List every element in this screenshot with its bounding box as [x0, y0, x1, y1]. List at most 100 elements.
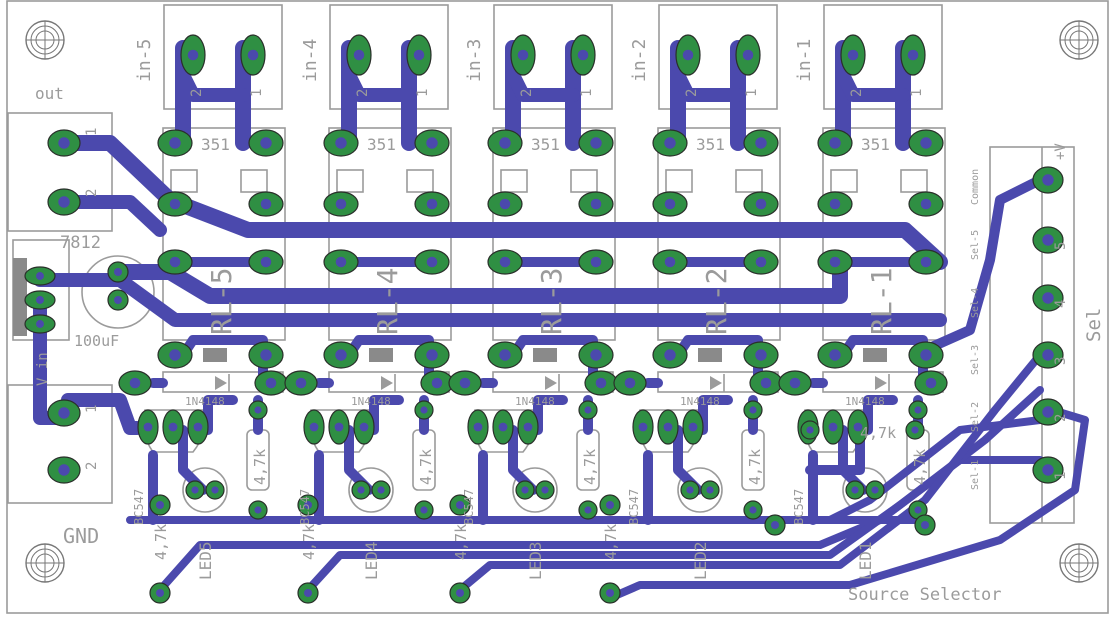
led-pin-pad [515, 480, 535, 500]
diode-icon [875, 376, 887, 390]
vin-terminal-pin-1 [47, 399, 81, 427]
mounting-holes [25, 20, 1099, 583]
selector-pin-number: 2 [1053, 414, 1069, 422]
relay-pin-pad [743, 191, 779, 217]
resistor-pin-pad [414, 500, 434, 520]
led-outline [677, 467, 723, 513]
relay-pin-pad [743, 249, 779, 275]
relay-pin-pad [578, 129, 614, 157]
capacitor-label: 100uF [74, 332, 119, 350]
transistor-pin-pad [492, 409, 514, 445]
led-pin-pad [845, 480, 865, 500]
copper-trace [112, 254, 848, 304]
diode-icon [215, 376, 227, 390]
transistor-pin-pad [187, 409, 209, 445]
relay-pin-pad [323, 129, 359, 157]
diode-icon [710, 376, 722, 390]
copper-trace [369, 395, 404, 435]
selector-pin-name: Sel-1 [970, 460, 981, 490]
input-pin-pad [510, 34, 536, 76]
relay-pin-pad [157, 191, 193, 217]
copper-trace [506, 68, 580, 102]
relay-pin-pad [743, 341, 779, 369]
led-outline [512, 467, 558, 513]
selector-pin-pad [1032, 226, 1064, 254]
led-resistor-pad [599, 582, 621, 604]
input-pin-1-label: 1 [249, 89, 265, 97]
copper-trace [203, 395, 238, 435]
input-pin-2-label: 2 [684, 89, 700, 97]
relay-pin-pad [652, 341, 688, 369]
transistor-label: BC547 [792, 489, 806, 525]
diode-label: 1N4148 [515, 395, 555, 408]
relay-pin-pad [487, 129, 523, 157]
mounting-hole-icon [25, 543, 65, 583]
relay-pin-pad [487, 249, 523, 275]
led-outline [348, 467, 394, 513]
out-pin-1: 1 [84, 128, 100, 136]
regulator-pin [24, 266, 56, 286]
input-pin-pad [240, 34, 266, 76]
input-pin-pad [840, 34, 866, 76]
led-label: LED4 [362, 541, 381, 580]
mounting-hole-icon [1059, 543, 1099, 583]
relay-pin-pad [578, 191, 614, 217]
labels-layer: Source Selector GND out 7812 100uF V in … [35, 84, 1105, 605]
relay-pin-pad [248, 249, 284, 275]
copper-trace [863, 395, 898, 435]
transistor-pin-pad [162, 409, 184, 445]
resistor-pin-pad [743, 500, 763, 520]
transistor-pin-pad [517, 409, 539, 445]
relay-pin-pad [908, 341, 944, 369]
capacitor-pin [107, 289, 129, 311]
copper-trace [533, 395, 568, 435]
selector-pin-pad [1032, 398, 1064, 426]
copper-trace [671, 68, 745, 102]
out-pin-2: 2 [84, 189, 100, 197]
transistor-pin-pad [328, 409, 350, 445]
transistor-pin-pad [303, 409, 325, 445]
relay-label: RL-3 [535, 268, 568, 335]
transistor-label: BC547 [627, 489, 641, 525]
resistor-pin-pad [248, 400, 268, 420]
input-terminal-block [658, 4, 778, 110]
copper-trace [606, 406, 1089, 602]
relay-pin-pad [248, 129, 284, 157]
diode-pin-pad [584, 370, 618, 396]
copper-trace [805, 435, 865, 475]
transistor-pin-pad [657, 409, 679, 445]
copper-trace [304, 386, 1044, 594]
resistor-label: 4,7k [417, 449, 435, 485]
relay-pin-pad [817, 249, 853, 275]
resistor-pin-pad [578, 500, 598, 520]
input-pin-2-label: 2 [355, 89, 371, 97]
relay-label: RL-2 [700, 268, 733, 335]
diode-pin-pad [778, 370, 812, 396]
relay-pin-pad [323, 341, 359, 369]
regulator-label: 7812 [60, 233, 101, 253]
input-terminal-block [329, 4, 449, 110]
led-outline [182, 467, 228, 513]
relay-label: RL-5 [205, 268, 238, 335]
relay-pin-pad [157, 249, 193, 275]
diode-pin-pad [420, 370, 454, 396]
resistor-pin-pad [914, 514, 936, 536]
input-terminal-block [493, 4, 613, 110]
diode-pin-pad [749, 370, 783, 396]
input-label: in-5 [134, 39, 155, 82]
mounting-hole-icon [1059, 20, 1099, 60]
relay-pin-pad [578, 249, 614, 275]
resistor-label: 4,7k [860, 424, 896, 442]
input-pin-pad [900, 34, 926, 76]
input-pin-pad [406, 34, 432, 76]
selector-pin-number: 5 [1053, 242, 1069, 250]
led-pin-pad [351, 480, 371, 500]
copper-trace [61, 195, 167, 237]
relay-pin-pad [487, 341, 523, 369]
diode-icon [545, 376, 557, 390]
diode-label: 1N4148 [351, 395, 391, 408]
resistor-label: 4,7k [251, 449, 269, 485]
resistor-pin-pad [578, 400, 598, 420]
led-pin-pad [205, 480, 225, 500]
